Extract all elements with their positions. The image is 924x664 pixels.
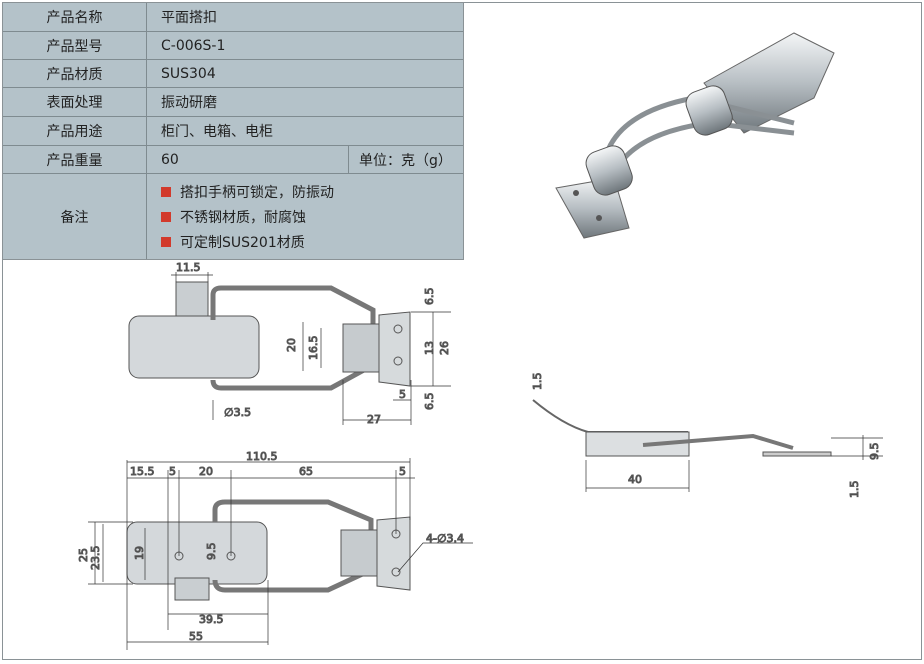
row-label: 产品型号 (3, 32, 147, 59)
row-value: 振动研磨 (161, 95, 217, 111)
row-value: SUS304 (161, 65, 216, 82)
row-label: 产品重量 (3, 146, 147, 173)
dim-label: 19 (133, 546, 146, 560)
dim-label: 4-∅3.4 (426, 532, 464, 545)
dim-label: 39.5 (199, 613, 224, 626)
notes-list: 搭扣手柄可锁定，防振动 不锈钢材质，耐腐蚀 可定制SUS201材质 (161, 179, 334, 254)
row-label: 产品材质 (3, 60, 147, 87)
dim-label: 5 (169, 465, 176, 478)
note-item: 可定制SUS201材质 (161, 229, 334, 254)
bottom-view-drawing: 110.5 15.5 5 20 65 5 25 23.5 19 9.5 4-∅3… (77, 450, 473, 650)
technical-drawings: 11.5 20 16.5 6.5 13 26 6.5 5 ∅3.5 27 110… (3, 260, 921, 659)
bullet-icon (161, 186, 171, 197)
dim-label: 23.5 (89, 546, 102, 571)
bullet-icon (161, 236, 171, 247)
dim-label: 13 (423, 341, 436, 355)
spec-row-usage: 产品用途柜门、电箱、电柜 (3, 117, 463, 146)
row-label: 产品名称 (3, 3, 147, 31)
spec-row-notes: 备注 搭扣手柄可锁定，防振动 不锈钢材质，耐腐蚀 可定制SUS201材质 (3, 174, 463, 259)
note-text: 可定制SUS201材质 (180, 234, 305, 251)
dim-label: 55 (189, 630, 203, 643)
dim-label: 16.5 (307, 336, 320, 361)
dim-label: 5 (399, 465, 406, 478)
spec-row-weight: 产品重量 60 单位：克（g） (3, 146, 463, 174)
note-item: 不锈钢材质，耐腐蚀 (161, 204, 334, 229)
dim-label: 6.5 (423, 288, 436, 306)
note-text: 搭扣手柄可锁定，防振动 (180, 184, 334, 201)
side-view-drawing: 1.5 40 9.5 1.5 (531, 372, 883, 499)
row-value: 60 (161, 151, 179, 168)
row-value: 柜门、电箱、电柜 (161, 124, 273, 140)
spec-row-material: 产品材质 SUS304 (3, 60, 463, 88)
spec-row-surface: 表面处理振动研磨 (3, 88, 463, 117)
dim-label: 9.5 (868, 443, 881, 461)
dim-label: ∅3.5 (224, 406, 251, 419)
dim-label: 15.5 (130, 465, 155, 478)
dim-label: 26 (438, 341, 451, 355)
dim-label: 11.5 (176, 261, 201, 274)
row-label: 表面处理 (3, 88, 147, 116)
top-view-drawing: 11.5 20 16.5 6.5 13 26 6.5 5 ∅3.5 27 (128, 261, 452, 427)
row-value: 平面搭扣 (161, 10, 217, 26)
row-label: 备注 (3, 174, 147, 259)
row-label: 产品用途 (3, 117, 147, 145)
dim-label: 1.5 (531, 373, 544, 391)
note-item: 搭扣手柄可锁定，防振动 (161, 179, 334, 204)
dim-label: 9.5 (205, 543, 218, 561)
dim-label: 40 (628, 473, 642, 486)
product-photo (464, 3, 921, 259)
row-value: C-006S-1 (161, 37, 226, 54)
spec-table: 产品名称平面搭扣 产品型号 C-006S-1 产品材质 SUS304 表面处理振动研… (3, 3, 464, 260)
dim-label: 5 (399, 388, 406, 401)
dim-label: 20 (285, 338, 298, 352)
dim-label: 20 (199, 465, 213, 478)
dim-label: 25 (77, 548, 90, 562)
weight-unit: 单位：克（g） (348, 146, 463, 173)
dim-label: 65 (299, 465, 313, 478)
spec-row-name: 产品名称平面搭扣 (3, 3, 463, 32)
dim-label: 110.5 (246, 450, 278, 463)
note-text: 不锈钢材质，耐腐蚀 (180, 209, 306, 226)
dim-label: 27 (367, 413, 381, 426)
bullet-icon (161, 211, 171, 222)
dim-label: 6.5 (423, 393, 436, 411)
dim-label: 1.5 (848, 481, 861, 499)
spec-row-model: 产品型号 C-006S-1 (3, 32, 463, 60)
